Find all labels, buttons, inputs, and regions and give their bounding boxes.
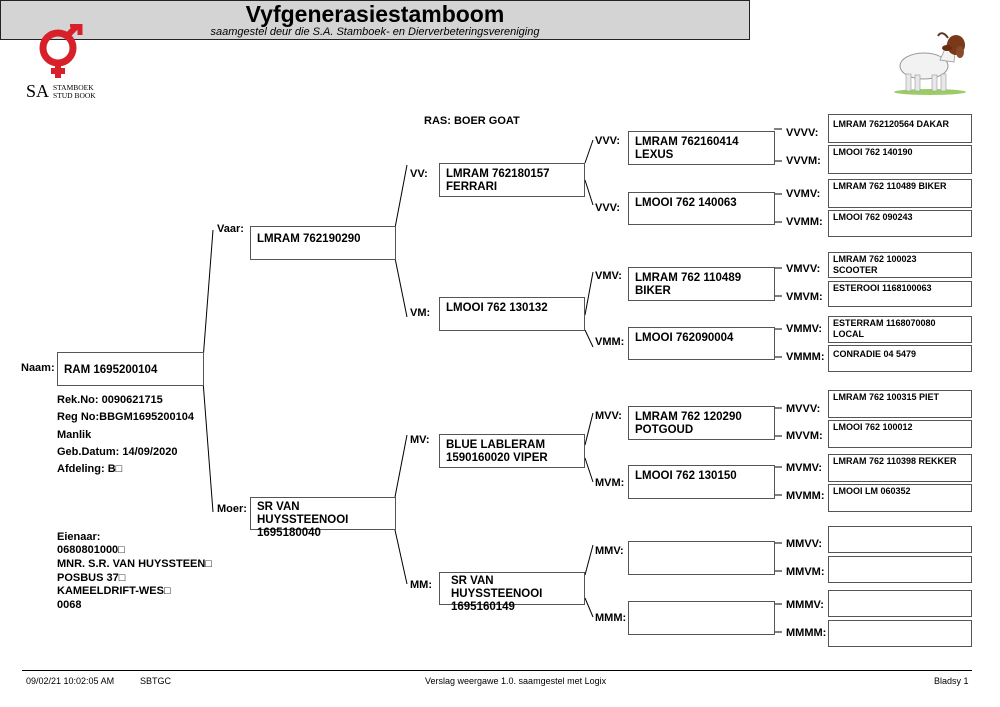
vvv-label: VVV:	[595, 135, 621, 147]
mmv-label: MMV:	[595, 545, 624, 557]
page-title: Vyfgenerasiestamboom	[245, 1, 505, 27]
vmmm-box: CONRADIE 04 5479	[828, 345, 972, 372]
animal-box: RAM 1695200104	[57, 352, 204, 386]
vmmm-label: VMMM:	[786, 351, 825, 363]
mmm-label: MMM:	[595, 612, 627, 624]
logo-line1: STAMBOEK	[53, 83, 94, 92]
mvmm-box: LMOOI LM 060352	[828, 484, 972, 512]
animal-detail: Geb.Datum: 14/09/2020	[57, 446, 178, 458]
vv-label: VV:	[410, 168, 428, 180]
vm-label: VM:	[410, 307, 431, 319]
mvmv-box: LMRAM 762 110398 REKKER	[828, 454, 972, 482]
title-banner: Vyfgenerasiestamboom saamgestel deur die…	[0, 0, 750, 40]
gender-symbol-icon	[39, 24, 83, 78]
dam-label: Moer:	[217, 503, 247, 515]
stud-book-logo: SA STAMBOEK STUD BOOK	[22, 24, 107, 101]
footer-timestamp: 09/02/21 10:02:05 AM	[26, 676, 115, 686]
dam-box: SR VAN HUYSSTEENOOI 1695180040	[250, 497, 396, 539]
vmvv-label: VMVV:	[786, 263, 821, 275]
mvmm-label: MVMM:	[786, 490, 825, 502]
vmm-label: VMM:	[595, 336, 625, 348]
animal-detail: Rek.No: 0090621715	[57, 394, 163, 406]
mmvm-box	[828, 556, 972, 583]
mvm-box: LMOOI 762 130150	[628, 465, 775, 499]
vmvm-label: VMVM:	[786, 291, 823, 303]
mmm-box	[628, 601, 775, 635]
vmmv-box: ESTERRAM 1168070080 LOCAL	[828, 316, 972, 343]
owner-line: 0680801000□	[57, 544, 125, 556]
mmmm-box	[828, 620, 972, 647]
vvv2-label: VVV:	[595, 202, 621, 214]
vvv2-box: LMOOI 762 140063	[628, 192, 775, 225]
page-subtitle: saamgestel deur die S.A. Stamboek- en Di…	[210, 26, 540, 38]
breed-label: RAS: BOER GOAT	[424, 115, 520, 127]
mm-label: MM:	[410, 579, 432, 591]
vvmv-label: VVMV:	[786, 188, 821, 200]
vmvv-box: LMRAM 762 100023 SCOOTER	[828, 252, 972, 278]
mvvm-label: MVVM:	[786, 430, 823, 442]
vmv-box: LMRAM 762 110489 BIKER	[628, 267, 775, 301]
vmv-label: VMV:	[595, 270, 622, 282]
mvv-box: LMRAM 762 120290 POTGOUD	[628, 406, 775, 440]
logo-sa: SA	[26, 81, 50, 101]
mvm-label: MVM:	[595, 477, 625, 489]
owner-line: KAMEELDRIFT-WES□	[57, 585, 171, 597]
vvv-box: LMRAM 762160414 LEXUS	[628, 131, 775, 165]
mvmv-label: MVMV:	[786, 462, 823, 474]
mv-box: BLUE LABLERAM 1590160020 VIPER	[439, 434, 585, 468]
vm-box: LMOOI 762 130132	[439, 297, 585, 331]
mvv-label: MVV:	[595, 410, 622, 422]
mmmm-label: MMMM:	[786, 627, 827, 639]
vvvv-label: VVVV:	[786, 127, 819, 139]
mv-label: MV:	[410, 434, 430, 446]
footer-page: Bladsy 1	[934, 676, 969, 686]
name-label: Naam:	[21, 362, 55, 374]
footer-version: Verslag weergawe 1.0. saamgestel met Log…	[425, 676, 607, 686]
vvmm-label: VVMM:	[786, 216, 823, 228]
sire-label: Vaar:	[217, 223, 244, 235]
owner-line: POSBUS 37□	[57, 572, 126, 584]
mvvv-label: MVVV:	[786, 403, 821, 415]
mm-box: SR VAN HUYSSTEENOOI 1695160149	[439, 572, 585, 613]
vvvm-box: LMOOI 762 140190	[828, 145, 972, 174]
owner-line: MNR. S.R. VAN HUYSSTEEN□	[57, 558, 212, 570]
owner-line: 0068	[57, 599, 82, 611]
footer-code: SBTGC	[140, 676, 172, 686]
vmm-box: LMOOI 762090004	[628, 327, 775, 360]
logo-line2: STUD BOOK	[53, 91, 96, 100]
vv-box: LMRAM 762180157 FERRARI	[439, 163, 585, 197]
mmvv-label: MMVV:	[786, 538, 823, 550]
footer-divider	[22, 670, 972, 671]
mmmv-label: MMMV:	[786, 599, 824, 611]
boer-goat-icon	[894, 32, 966, 95]
animal-detail: Reg No:BBGM1695200104	[57, 411, 194, 423]
owner-line: Eienaar:	[57, 531, 101, 543]
animal-detail: Manlik	[57, 429, 92, 441]
mvvv-box: LMRAM 762 100315 PIET	[828, 390, 972, 418]
mmvm-label: MMVM:	[786, 566, 825, 578]
animal-detail: Afdeling: B□	[57, 463, 123, 475]
mmv-box	[628, 541, 775, 575]
vvmv-box: LMRAM 762 110489 BIKER	[828, 179, 972, 208]
mmvv-box	[828, 526, 972, 553]
sire-box: LMRAM 762190290	[250, 226, 396, 260]
vmvm-box: ESTEROOI 1168100063	[828, 281, 972, 307]
vmmv-label: VMMV:	[786, 323, 823, 335]
mvvm-box: LMOOI 762 100012	[828, 420, 972, 448]
vvmm-box: LMOOI 762 090243	[828, 210, 972, 237]
vvvv-box: LMRAM 762120564 DAKAR	[828, 114, 972, 143]
mmmv-box	[828, 590, 972, 617]
vvvm-label: VVVM:	[786, 155, 821, 167]
